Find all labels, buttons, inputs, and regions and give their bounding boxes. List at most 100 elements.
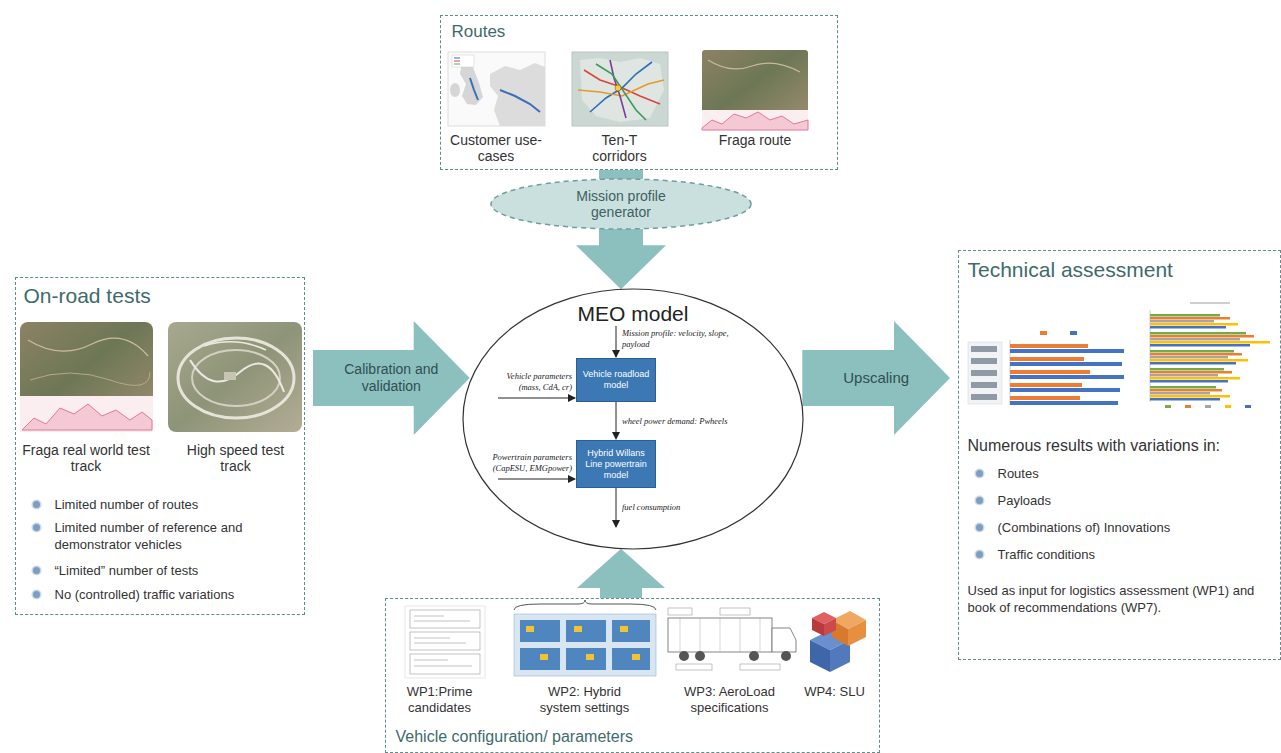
image-caption: WP2: Hybrid system settings [529,684,641,716]
wp-illustration [514,600,656,676]
result-chart [1225,405,1231,408]
wp-illustration [414,666,472,667]
model-title: MEO model [533,301,733,326]
wp-illustration [720,608,750,615]
block-arrow [577,549,665,598]
panel-title: Vehicle configuration/ parameters [396,727,836,746]
result-chart [1150,398,1220,401]
corridor-map-image [596,64,646,120]
route-satellite-image [702,50,808,130]
wp-illustration [414,616,444,617]
result-chart [1010,375,1124,379]
wp-illustration [410,632,480,650]
signal-arrow [616,488,617,527]
list-heading: Numerous results with variations in: [968,436,1276,455]
result-chart [1010,349,1124,353]
corridor-map-image [578,80,664,96]
test-track-image [22,404,152,430]
signal-label: fuel consumption [622,502,722,513]
wp-illustration [405,606,485,678]
panel-title: On-road tests [24,283,294,308]
test-track-image [178,338,294,418]
note-text: Used as input for logistics assessment (… [968,582,1273,616]
wp-illustration [668,608,796,670]
route-map-image [500,90,540,112]
edge-label: Calibration and validation [336,361,446,395]
route-map-image [454,64,460,65]
bullet-text: Limited number of routes [55,496,300,513]
wp-illustration [749,651,759,661]
result-chart [1150,344,1250,347]
wp-illustration [520,620,560,642]
result-chart [966,328,1126,408]
route-map-image [470,78,478,100]
ellipse-label: Mission profile generator [546,188,696,220]
result-chart [1135,298,1279,410]
wp-illustration [612,620,650,642]
wp-illustration [566,648,606,670]
wp-illustration [740,618,741,652]
signal-arrow [498,398,575,399]
ellipse-shape [463,289,803,549]
bullet-dot [33,567,40,574]
route-map-image [454,58,460,59]
corridor-map-image [572,52,668,126]
process-box: Hybrid Willans Line powertrain model [576,440,656,488]
signal-arrow [616,326,617,357]
wp-illustration [612,648,650,670]
wp-illustration [414,638,450,639]
result-chart [1150,368,1224,371]
signal-label: Mission profile: velocity, slope, payloa… [622,328,744,349]
result-chart [1150,395,1230,398]
result-chart [1150,362,1236,365]
result-chart [1150,392,1210,395]
corridor-map-image [615,85,621,91]
wp-illustration [566,620,606,642]
result-chart [1150,356,1228,359]
bullet-dot [976,470,983,477]
signal-arrow [498,479,575,480]
test-track-image [30,372,150,385]
result-chart [1150,323,1238,326]
route-map-image [454,61,460,62]
route-map-image [452,55,474,67]
result-chart [1150,380,1228,383]
block-arrow [599,170,643,179]
panel-title: Technical assessment [968,257,1268,282]
dashed-panel: RoutesCustomer use-casesTen-T corridorsF… [440,15,838,170]
result-chart [1150,377,1240,380]
panel-title: Routes [452,21,652,42]
result-chart [1150,338,1240,341]
test-track-image [20,322,153,432]
result-chart [1150,350,1234,353]
signal-label: Powertrain parameters (CapESU, EMGpower) [486,452,572,473]
wp-illustration [824,618,836,636]
test-track-image [204,342,266,350]
wp-illustration [720,618,721,652]
bullet-dot [33,591,40,598]
result-chart [1245,405,1251,408]
result-chart [1150,326,1226,329]
result-chart [971,358,997,364]
result-chart [1150,386,1216,389]
wp-illustration [410,610,480,628]
wp-illustration [405,606,485,678]
wp-illustration [414,643,466,644]
result-chart [1070,331,1077,335]
signal-arrow [498,326,616,527]
bullet-dot [976,551,983,558]
wp-illustration [668,618,772,652]
wp-illustration [540,654,548,660]
dashed-panel: WP1:Prime candidatesWP2: Hybrid system s… [385,598,880,753]
image-caption: Fraga real world test track [20,442,153,474]
result-chart [1150,389,1222,392]
result-chart [1010,401,1118,405]
bullet-dot [33,501,40,508]
corridor-map-image [572,52,668,126]
generator-ellipse: Mission profile generator [490,178,752,230]
bullet-dot [33,524,40,531]
result-chart [1150,335,1254,338]
wp-illustration [574,626,582,632]
result-chart [1010,362,1122,366]
